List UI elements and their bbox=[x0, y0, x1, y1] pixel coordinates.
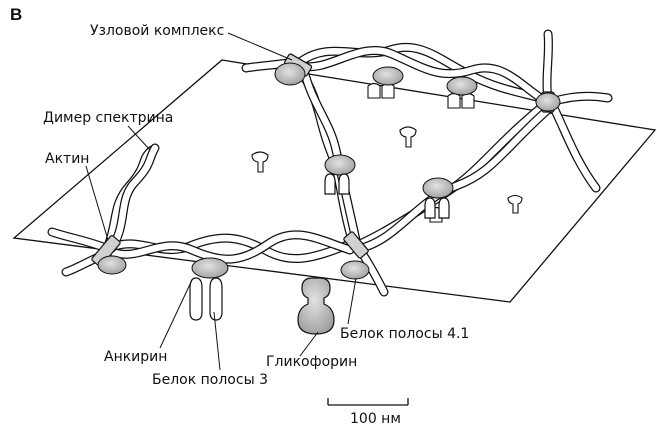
ankyrin-blob-top bbox=[372, 66, 404, 86]
label-node-complex: Узловой комплекс bbox=[90, 23, 225, 39]
node-blob bbox=[274, 62, 306, 86]
leader-lines bbox=[85, 32, 357, 371]
protein-blobs bbox=[97, 62, 561, 280]
label-band3: Белок полосы 3 bbox=[152, 372, 268, 388]
label-ankyrin: Анкирин bbox=[104, 349, 168, 365]
band41-right bbox=[340, 260, 370, 280]
band3-proteins bbox=[189, 173, 450, 321]
label-spectrin-dimer: Димер спектрина bbox=[43, 110, 174, 126]
junction-right-blob bbox=[535, 92, 561, 112]
panel-letter: B bbox=[10, 5, 23, 24]
label-scale: 100 нм bbox=[350, 411, 401, 427]
spectrin-network bbox=[47, 29, 613, 297]
label-actin: Актин bbox=[45, 151, 90, 167]
band41-left bbox=[97, 255, 127, 275]
ankyrin-blob-mid bbox=[324, 154, 356, 176]
ankyrin-blob-top2 bbox=[446, 76, 478, 96]
ankyrin-blob-right bbox=[422, 177, 454, 199]
ankyrin-blob-center bbox=[191, 257, 229, 279]
scale-bar bbox=[327, 398, 409, 406]
label-band41: Белок полосы 4.1 bbox=[340, 326, 470, 342]
label-glycophorin: Гликофорин bbox=[266, 354, 358, 370]
glycophorin-protein bbox=[297, 277, 335, 335]
